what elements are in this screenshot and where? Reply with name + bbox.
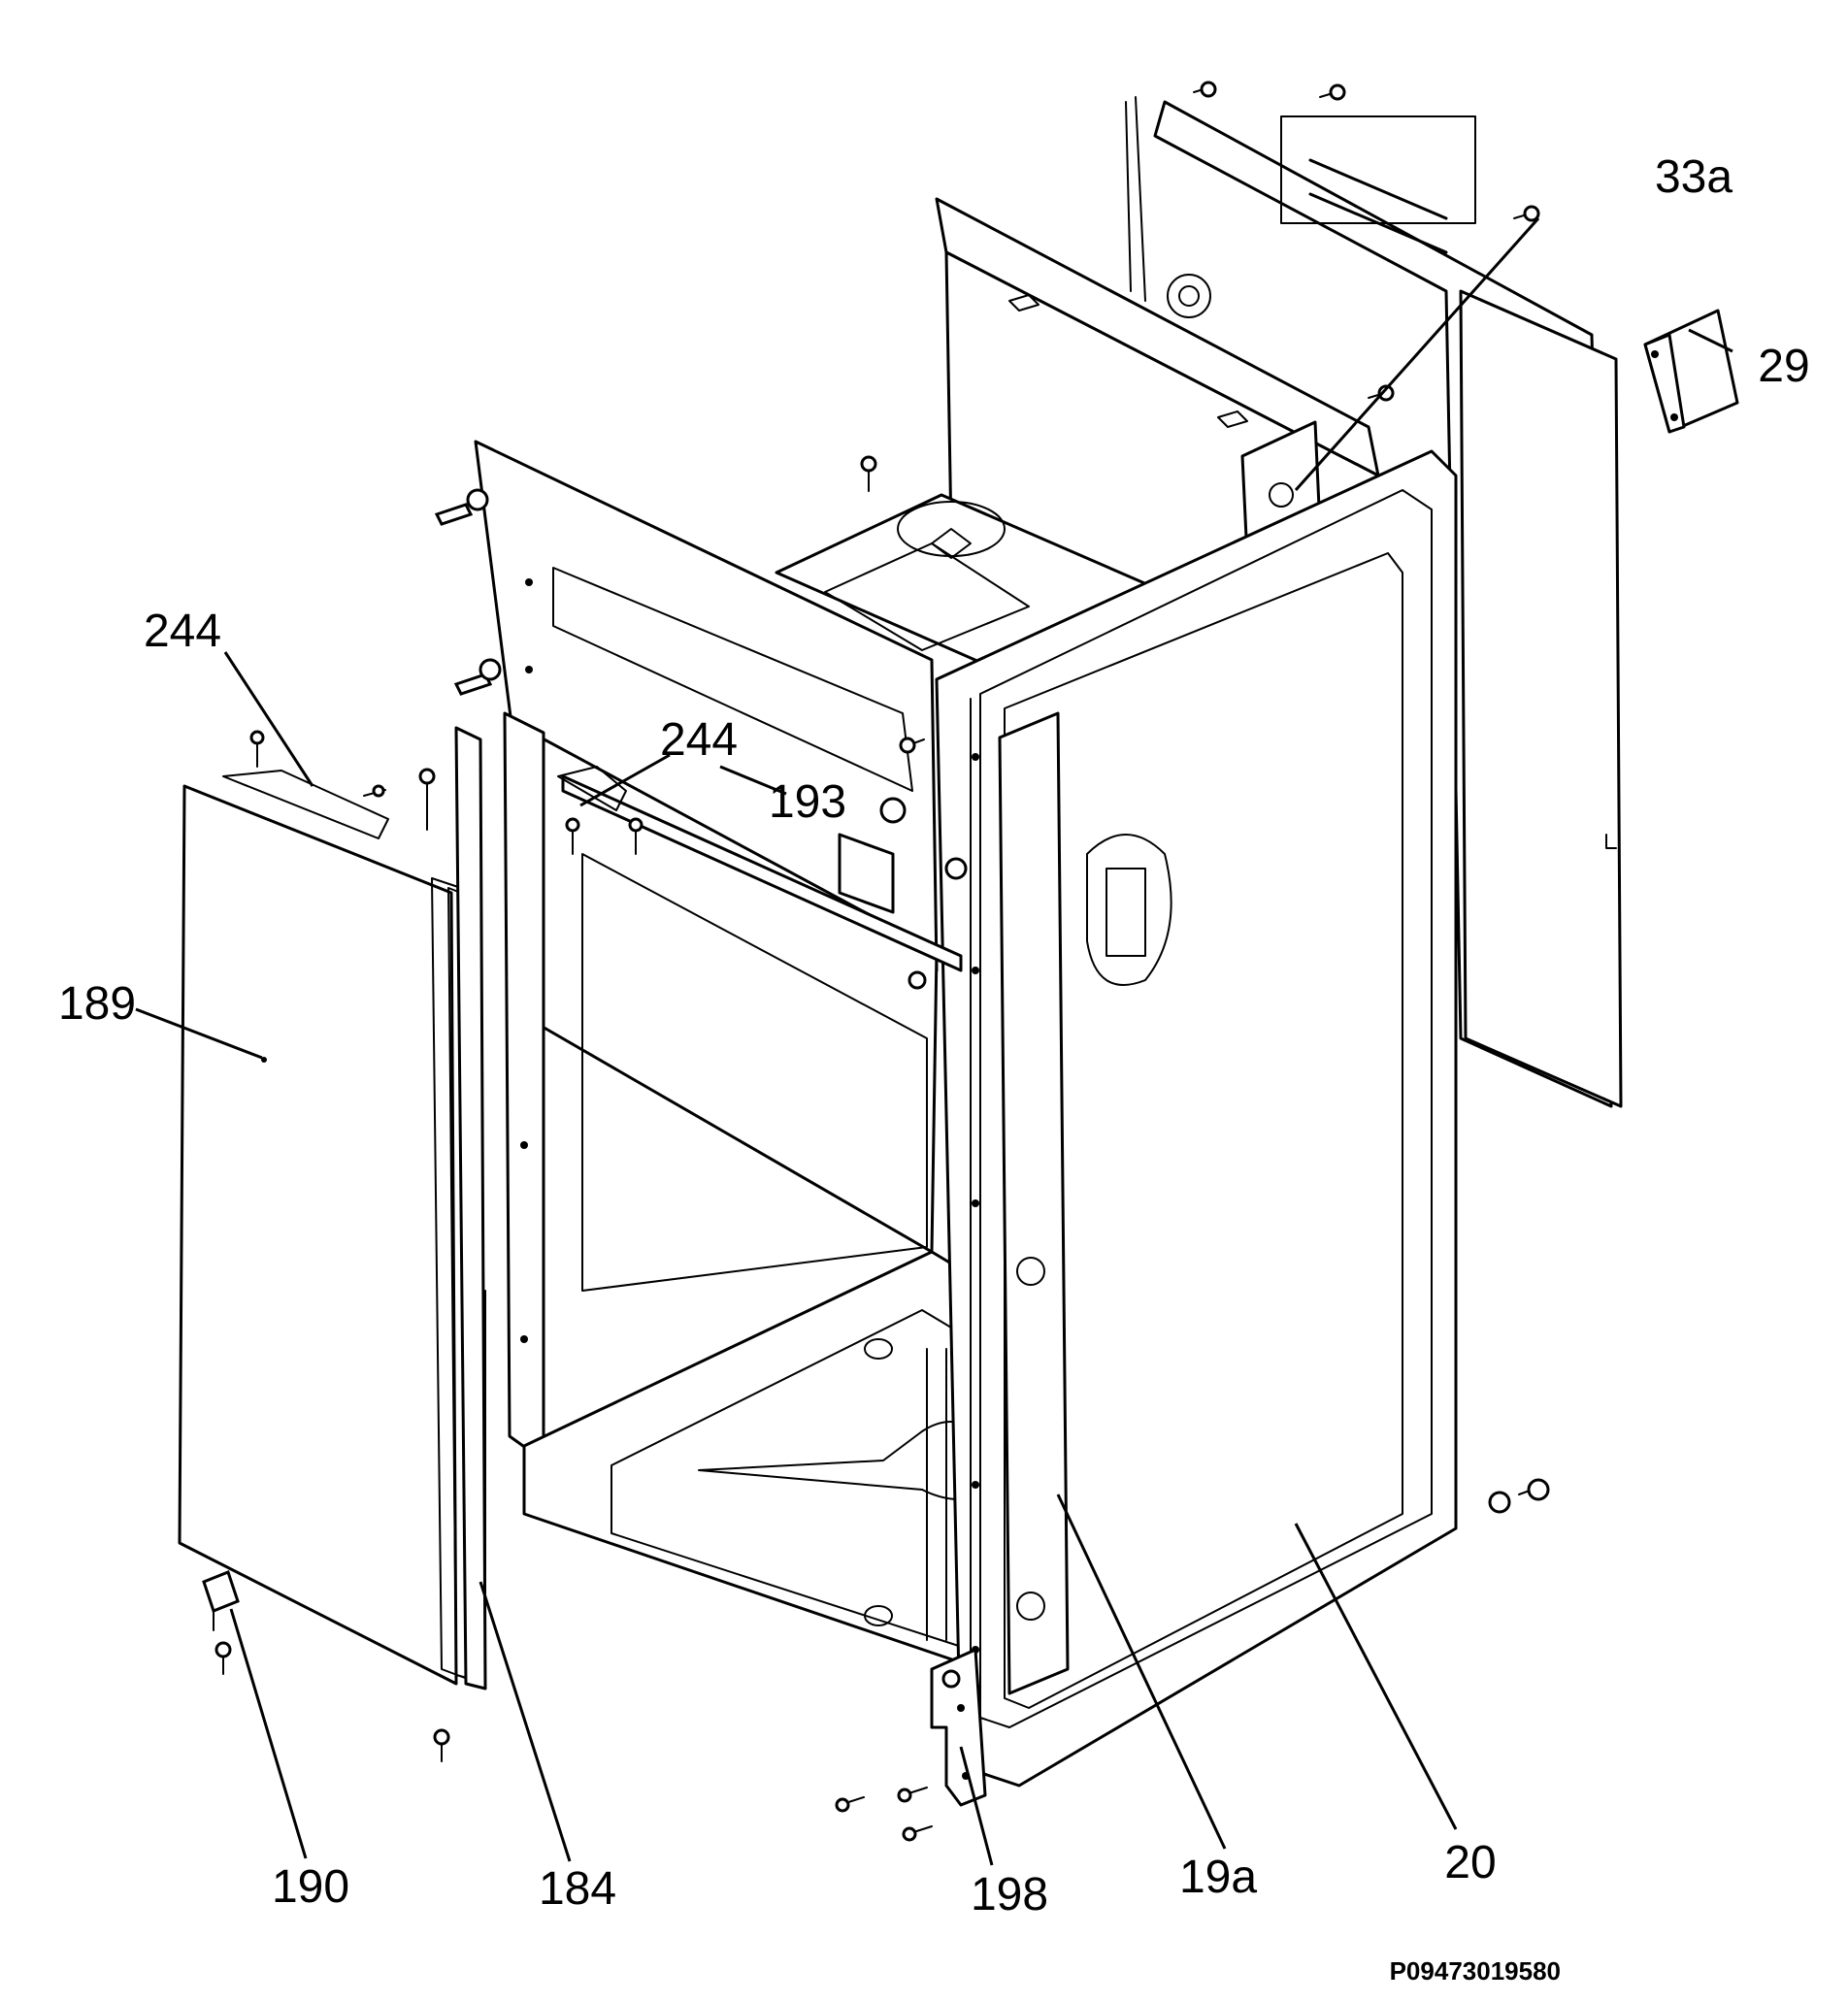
hinge-198 xyxy=(930,1648,987,1807)
part-label-244-left: 244 xyxy=(144,606,221,657)
part-label-189: 189 xyxy=(58,978,136,1030)
leader-20 xyxy=(1294,1523,1458,1830)
side-panel-189 xyxy=(178,770,481,1686)
leader-244-b xyxy=(579,753,671,807)
leader-198 xyxy=(959,1746,994,1866)
part-label-20: 20 xyxy=(1444,1837,1496,1888)
part-label-193: 193 xyxy=(769,776,846,828)
leader-lines xyxy=(135,217,1733,1866)
leader-184 xyxy=(478,1581,572,1862)
part-label-29: 29 xyxy=(1758,341,1809,392)
part-label-198: 198 xyxy=(971,1869,1048,1920)
leader-19a xyxy=(1056,1493,1227,1850)
leader-193 xyxy=(719,765,787,796)
part-label-190: 190 xyxy=(272,1861,349,1913)
leader-244-a xyxy=(223,651,314,787)
leader-29 xyxy=(1688,328,1733,353)
rear-panel xyxy=(1125,96,1623,1108)
part-label-184: 184 xyxy=(539,1863,616,1915)
part-label-33a: 33a xyxy=(1655,151,1732,203)
bracket-29 xyxy=(1643,309,1739,434)
left-side-panel xyxy=(474,440,939,1462)
rail-193 xyxy=(557,766,963,972)
cabinet-base xyxy=(522,1250,1020,1671)
side-strip-19a xyxy=(998,711,1172,1695)
leader-190 xyxy=(229,1608,308,1859)
leader-189 xyxy=(135,1007,263,1060)
frame-strip-184 xyxy=(454,726,487,1690)
reference-code: P09473019580 xyxy=(1390,1956,1561,1986)
foot-190 xyxy=(202,1570,240,1631)
screws xyxy=(214,81,1550,1842)
leader-33a xyxy=(1294,217,1540,491)
part-label-244-inner: 244 xyxy=(660,714,738,766)
part-label-19a: 19a xyxy=(1179,1852,1257,1903)
